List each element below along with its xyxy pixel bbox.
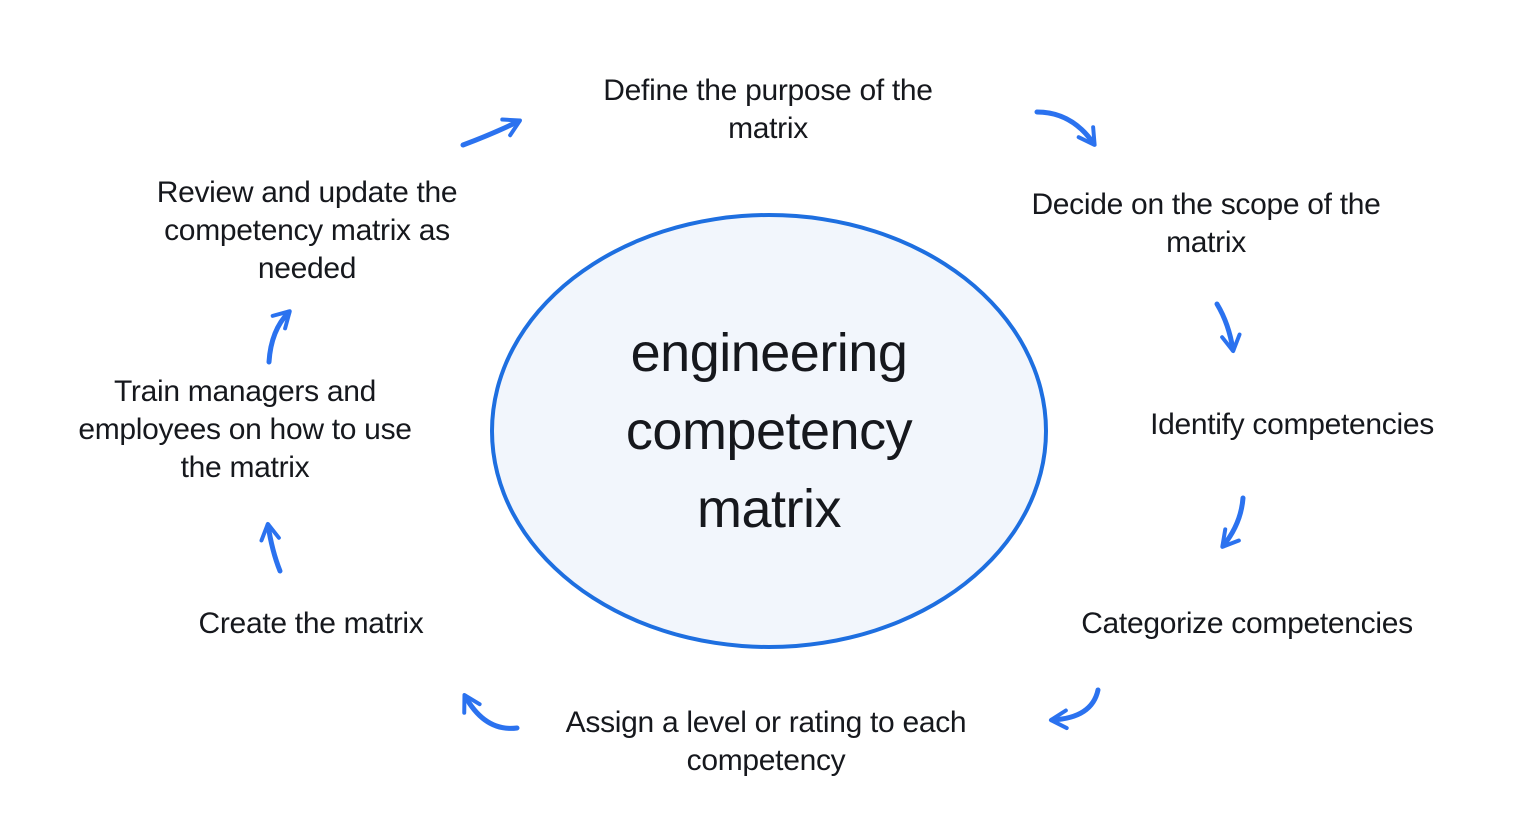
step-create-matrix: Create the matrix <box>198 607 424 640</box>
center-ellipse: engineering competency matrix <box>490 213 1048 649</box>
step-define-purpose: Define the purpose of the matrix <box>603 74 933 145</box>
step-train-managers: Train managers and employees on how to u… <box>78 375 412 484</box>
arrow-identify-to-categorize-icon <box>1220 495 1246 549</box>
step-assign-level: Assign a level or rating to each compete… <box>565 706 967 777</box>
step-review-update: Review and update the competency matrix … <box>156 176 458 285</box>
arrow-decide-to-identify-icon <box>1214 301 1242 354</box>
center-label: engineering competency matrix <box>625 323 913 539</box>
arrow-review-to-define-icon <box>460 117 522 148</box>
arrow-assign-to-create-icon <box>462 693 520 731</box>
arrow-create-to-train-icon <box>259 521 283 574</box>
arrow-categorize-to-assign-icon <box>1048 687 1101 731</box>
step-decide-scope: Decide on the scope of the matrix <box>1031 188 1381 259</box>
arrow-define-to-decide-icon <box>1034 109 1097 147</box>
step-categorize-competencies: Categorize competencies <box>1081 607 1413 640</box>
step-identify-competencies: Identify competencies <box>1150 408 1434 441</box>
arrow-train-to-review-icon <box>266 309 292 365</box>
